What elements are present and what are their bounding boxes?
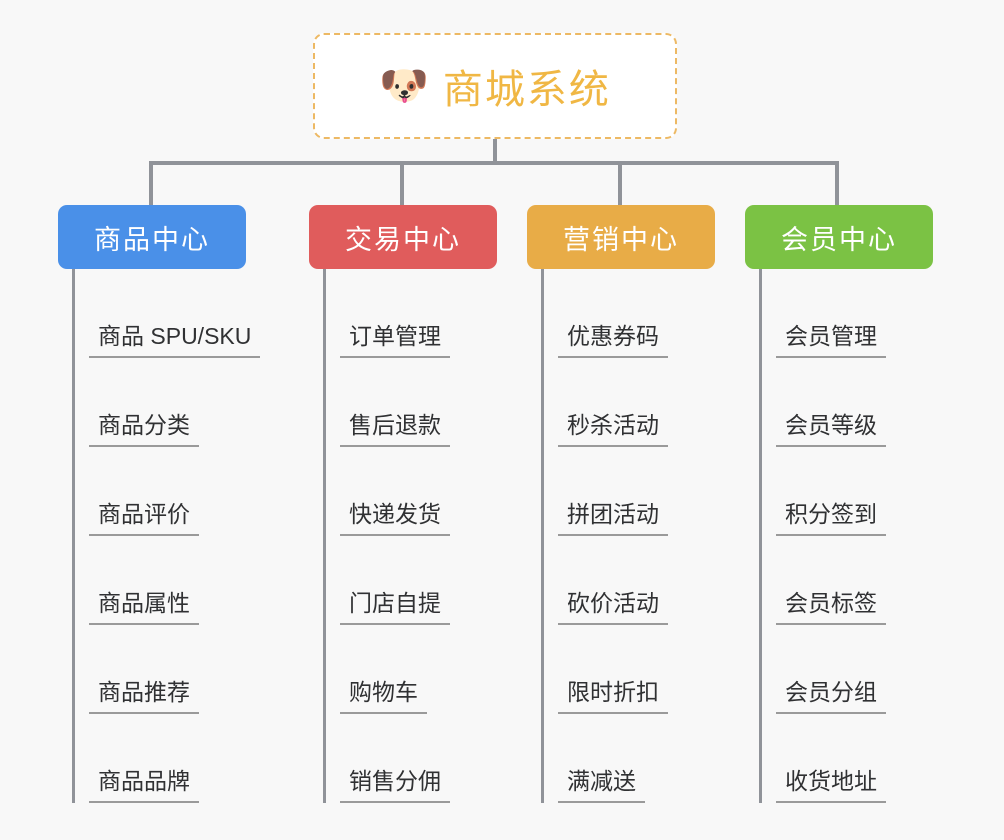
item-label: 商品属性 [89,590,199,625]
list-item[interactable]: 订单管理 [309,269,497,358]
item-list-trade-center: 订单管理 售后退款 快递发货 门店自提 购物车 销售分佣 [309,269,497,803]
list-item[interactable]: 会员等级 [745,358,933,447]
item-label: 门店自提 [340,590,450,625]
list-item[interactable]: 快递发货 [309,447,497,536]
item-label: 商品推荐 [89,679,199,714]
list-item[interactable]: 积分签到 [745,447,933,536]
list-item[interactable]: 满减送 [527,714,715,803]
item-label: 快递发货 [340,501,450,536]
list-item[interactable]: 会员标签 [745,536,933,625]
category-label: 营销中心 [563,224,679,255]
list-item[interactable]: 销售分佣 [309,714,497,803]
column-marketing-center: 营销中心 优惠券码 秒杀活动 拼团活动 砍价活动 限时折扣 满减送 [527,205,715,803]
item-label: 限时折扣 [558,679,668,714]
list-item[interactable]: 商品推荐 [58,625,246,714]
list-item[interactable]: 商品 SPU/SKU [58,269,261,358]
list-item[interactable]: 商品分类 [58,358,246,447]
connector-spine-2 [323,269,326,803]
connector-spine-4 [759,269,762,803]
connector-drop-1 [149,161,153,205]
item-label: 优惠券码 [558,323,668,358]
root-title: 商城系统 [442,68,611,112]
item-label: 满减送 [558,768,645,803]
list-item[interactable]: 砍价活动 [527,536,715,625]
connector-horizontal-bus [149,161,839,165]
item-label: 会员管理 [776,323,886,358]
list-item[interactable]: 拼团活动 [527,447,715,536]
item-label: 商品 SPU/SKU [89,323,261,358]
list-item[interactable]: 优惠券码 [527,269,715,358]
connector-drop-3 [618,161,622,205]
item-list-member-center: 会员管理 会员等级 积分签到 会员标签 会员分组 收货地址 [745,269,933,803]
category-box-trade-center[interactable]: 交易中心 [309,205,497,269]
column-product-center: 商品中心 商品 SPU/SKU 商品分类 商品评价 商品属性 商品推荐 商品品牌 [58,205,261,803]
list-item[interactable]: 秒杀活动 [527,358,715,447]
connector-spine-3 [541,269,544,803]
item-label: 会员等级 [776,412,886,447]
list-item[interactable]: 收货地址 [745,714,933,803]
list-item[interactable]: 会员分组 [745,625,933,714]
connector-drop-4 [835,161,839,205]
category-label: 商品中心 [94,224,210,255]
category-box-marketing-center[interactable]: 营销中心 [527,205,715,269]
item-label: 会员标签 [776,590,886,625]
item-label: 商品分类 [89,412,199,447]
column-member-center: 会员中心 会员管理 会员等级 积分签到 会员标签 会员分组 收货地址 [745,205,933,803]
item-label: 购物车 [340,679,427,714]
item-list-marketing-center: 优惠券码 秒杀活动 拼团活动 砍价活动 限时折扣 满减送 [527,269,715,803]
list-item[interactable]: 限时折扣 [527,625,715,714]
item-label: 收货地址 [776,768,886,803]
category-box-product-center[interactable]: 商品中心 [58,205,246,269]
list-item[interactable]: 门店自提 [309,536,497,625]
item-label: 订单管理 [340,323,450,358]
list-item[interactable]: 售后退款 [309,358,497,447]
column-trade-center: 交易中心 订单管理 售后退款 快递发货 门店自提 购物车 销售分佣 [309,205,497,803]
item-label: 砍价活动 [558,590,668,625]
connector-drop-2 [400,161,404,205]
item-label: 秒杀活动 [558,412,668,447]
list-item[interactable]: 会员管理 [745,269,933,358]
item-label: 会员分组 [776,679,886,714]
item-label: 积分签到 [776,501,886,536]
item-label: 售后退款 [340,412,450,447]
item-list-product-center: 商品 SPU/SKU 商品分类 商品评价 商品属性 商品推荐 商品品牌 [58,269,261,803]
dog-face-icon: 🐶 [379,64,429,108]
category-box-member-center[interactable]: 会员中心 [745,205,933,269]
category-label: 会员中心 [781,224,897,255]
list-item[interactable]: 购物车 [309,625,497,714]
list-item[interactable]: 商品评价 [58,447,246,536]
connector-root-stem [493,139,497,164]
category-label: 交易中心 [345,224,461,255]
item-label: 商品品牌 [89,768,199,803]
connector-spine-1 [72,269,75,803]
root-node-mall-system[interactable]: 🐶 商城系统 [313,33,677,139]
list-item[interactable]: 商品属性 [58,536,246,625]
list-item[interactable]: 商品品牌 [58,714,246,803]
item-label: 拼团活动 [558,501,668,536]
item-label: 商品评价 [89,501,199,536]
item-label: 销售分佣 [340,768,450,803]
